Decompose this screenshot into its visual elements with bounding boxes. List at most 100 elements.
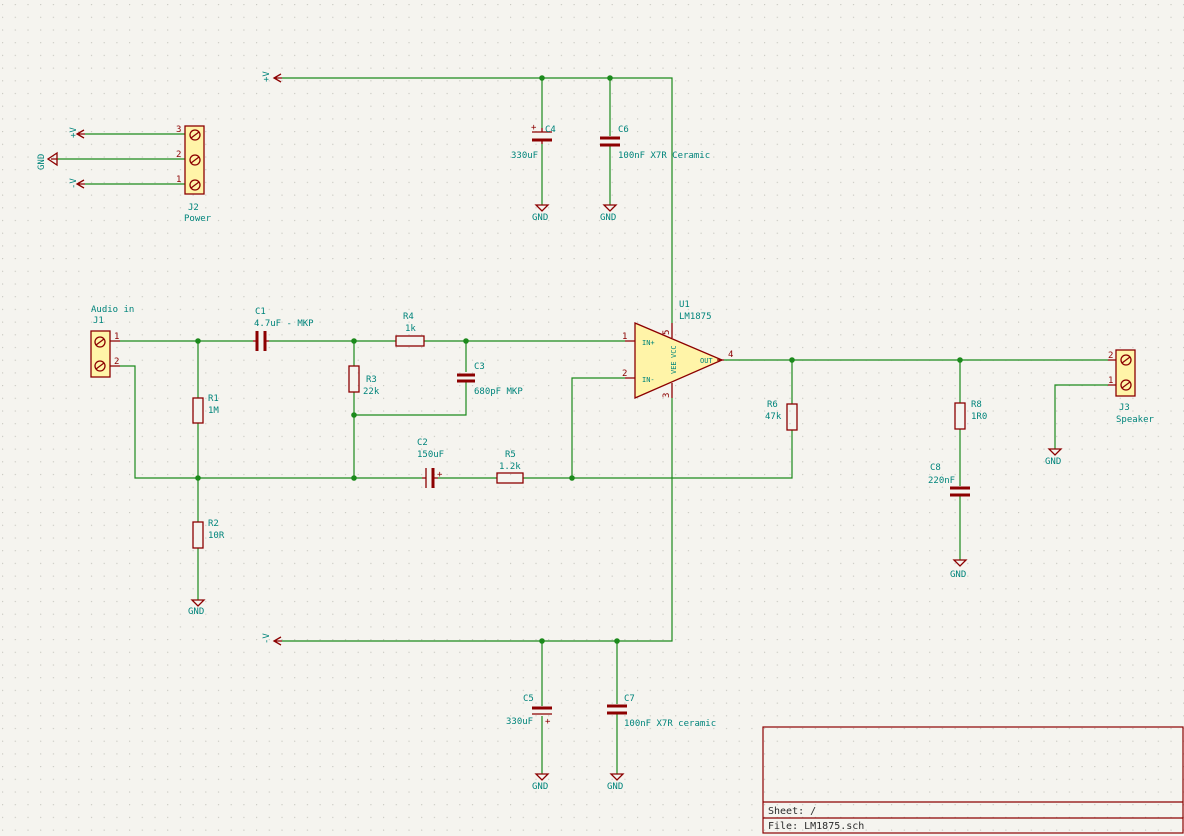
resistor-r3[interactable]: R3 22k: [348, 365, 380, 397]
power-vneg-j2[interactable]: -V: [69, 178, 85, 189]
svg-text:+: +: [545, 717, 551, 727]
svg-text:J3: J3: [1119, 403, 1130, 413]
gnd-c7[interactable]: GND: [607, 773, 625, 792]
svg-text:VEE: VEE: [670, 361, 678, 374]
svg-text:GND: GND: [600, 213, 616, 223]
svg-text:J2: J2: [188, 203, 199, 213]
svg-text:R1: R1: [208, 394, 219, 404]
svg-text:C1: C1: [255, 307, 266, 317]
svg-text:J1: J1: [93, 316, 104, 326]
svg-text:OUT: OUT: [700, 357, 713, 365]
capacitor-c2[interactable]: + C2 150uF: [417, 438, 444, 488]
gnd-c5[interactable]: GND: [532, 773, 550, 792]
wires: [57, 77, 1108, 774]
svg-text:1M: 1M: [208, 406, 219, 416]
svg-text:GND: GND: [37, 154, 47, 170]
svg-text:2: 2: [114, 357, 119, 367]
svg-text:10R: 10R: [208, 531, 225, 541]
svg-text:4.7uF - MKP: 4.7uF - MKP: [254, 319, 314, 329]
capacitor-c1[interactable]: C1 4.7uF - MKP: [253, 307, 314, 351]
capacitor-c6[interactable]: C6 100nF X7R Ceramic: [600, 125, 710, 161]
power-gnd-j2[interactable]: GND: [37, 151, 58, 170]
svg-text:1.2k: 1.2k: [499, 462, 521, 472]
svg-text:4: 4: [728, 350, 733, 360]
resistor-r2[interactable]: R2 10R: [192, 519, 225, 549]
svg-text:R3: R3: [366, 375, 377, 385]
svg-text:22k: 22k: [363, 387, 380, 397]
svg-text:GND: GND: [188, 607, 204, 617]
svg-text:GND: GND: [532, 782, 548, 792]
svg-text:2: 2: [1108, 351, 1113, 361]
svg-text:C6: C6: [618, 125, 629, 135]
capacitor-c4[interactable]: + C4 330uF: [511, 123, 556, 161]
resistor-r8[interactable]: R8 1R0: [954, 400, 987, 430]
gnd-c4[interactable]: GND: [532, 204, 550, 223]
resistor-r1[interactable]: R1 1M: [192, 394, 219, 424]
svg-text:100nF X7R Ceramic: 100nF X7R Ceramic: [618, 151, 710, 161]
capacitor-c8[interactable]: C8 220nF: [928, 463, 970, 497]
svg-text:220nF: 220nF: [928, 476, 955, 486]
resistor-r6[interactable]: R6 47k: [765, 400, 798, 431]
svg-text:1k: 1k: [405, 324, 416, 334]
svg-text:VCC: VCC: [670, 345, 678, 358]
opamp-u1[interactable]: 1 2 3 4 5 IN+ IN- OUT VCC VEE U1 LM1875: [622, 300, 733, 399]
svg-text:3: 3: [662, 393, 672, 398]
file-label: File: LM1875.sch: [768, 821, 864, 832]
svg-text:-V: -V: [262, 633, 272, 644]
svg-text:3: 3: [176, 125, 181, 135]
svg-text:100nF X7R ceramic: 100nF X7R ceramic: [624, 719, 716, 729]
power-vpos-j2[interactable]: +V: [69, 127, 85, 139]
svg-text:C5: C5: [523, 694, 534, 704]
svg-text:Speaker: Speaker: [1116, 415, 1155, 425]
connector-j3[interactable]: 2 1 J3 Speaker: [1108, 349, 1155, 425]
svg-text:GND: GND: [607, 782, 623, 792]
resistor-r5[interactable]: R5 1.2k: [496, 450, 524, 484]
junctions: [195, 75, 963, 644]
svg-text:+: +: [437, 470, 443, 480]
svg-text:R8: R8: [971, 400, 982, 410]
svg-text:-V: -V: [69, 178, 79, 189]
gnd-c6[interactable]: GND: [600, 204, 618, 223]
svg-text:C2: C2: [417, 438, 428, 448]
svg-text:GND: GND: [950, 570, 966, 580]
connector-j1[interactable]: Audio in J1 1 2: [90, 305, 134, 378]
svg-text:1R0: 1R0: [971, 412, 987, 422]
connector-j2[interactable]: 3 2 1 J2 Power: [176, 125, 212, 224]
svg-text:IN-: IN-: [642, 376, 655, 384]
gnd-r2[interactable]: GND: [188, 599, 206, 617]
svg-text:GND: GND: [1045, 457, 1061, 467]
svg-text:C4: C4: [545, 125, 556, 135]
svg-text:C3: C3: [474, 362, 485, 372]
svg-text:2: 2: [622, 369, 627, 379]
capacitor-c3[interactable]: C3 680pF MKP: [457, 362, 523, 397]
svg-text:R6: R6: [767, 400, 778, 410]
svg-text:Audio in: Audio in: [91, 305, 134, 315]
svg-text:5: 5: [662, 330, 672, 335]
gnd-j3[interactable]: GND: [1045, 448, 1063, 467]
resistor-r4[interactable]: R4 1k: [395, 312, 425, 347]
svg-text:47k: 47k: [765, 412, 782, 422]
svg-text:C8: C8: [930, 463, 941, 473]
svg-text:150uF: 150uF: [417, 450, 444, 460]
svg-text:1: 1: [114, 332, 119, 342]
svg-text:+: +: [531, 123, 537, 133]
svg-text:R4: R4: [403, 312, 414, 322]
svg-text:+V: +V: [262, 71, 272, 82]
svg-text:IN+: IN+: [642, 339, 655, 347]
svg-text:330uF: 330uF: [511, 151, 538, 161]
capacitor-c5[interactable]: + C5 330uF: [506, 694, 552, 727]
svg-text:1: 1: [1108, 376, 1113, 386]
svg-text:R2: R2: [208, 519, 219, 529]
capacitor-c7[interactable]: C7 100nF X7R ceramic: [607, 694, 716, 729]
svg-text:+V: +V: [69, 127, 79, 138]
power-vpos-top[interactable]: +V: [262, 71, 282, 83]
sheet-label: Sheet: /: [768, 806, 816, 817]
title-block: Sheet: / File: LM1875.sch: [762, 726, 1184, 834]
svg-text:LM1875: LM1875: [679, 312, 712, 322]
svg-text:1: 1: [622, 332, 627, 342]
svg-text:GND: GND: [532, 213, 548, 223]
gnd-c8[interactable]: GND: [950, 559, 968, 580]
svg-text:1: 1: [176, 175, 181, 185]
power-vneg-bottom[interactable]: -V: [262, 633, 282, 646]
